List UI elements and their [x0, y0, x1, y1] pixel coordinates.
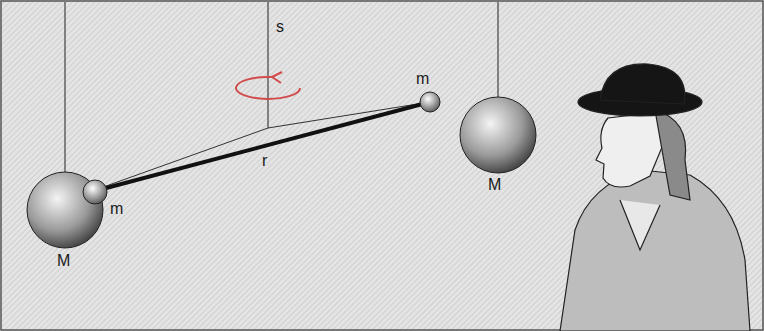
variable-label: s	[276, 18, 284, 36]
arrowhead	[272, 72, 282, 83]
variable-label: M	[57, 252, 70, 270]
small-sphere	[83, 180, 107, 204]
suspension-wire	[65, 2, 66, 172]
variable-label: m	[110, 200, 123, 218]
hanger-line	[95, 128, 268, 190]
torsion-fibre	[268, 2, 269, 128]
rotation-arrow	[236, 77, 300, 99]
small-sphere	[420, 92, 440, 112]
variable-label: M	[488, 176, 501, 194]
large-sphere	[460, 97, 536, 173]
suspension-wire	[498, 2, 499, 97]
variable-label: m	[416, 70, 429, 88]
variable-label: r	[262, 152, 267, 170]
observer-figure	[560, 64, 750, 331]
torsion-rod	[95, 102, 430, 191]
